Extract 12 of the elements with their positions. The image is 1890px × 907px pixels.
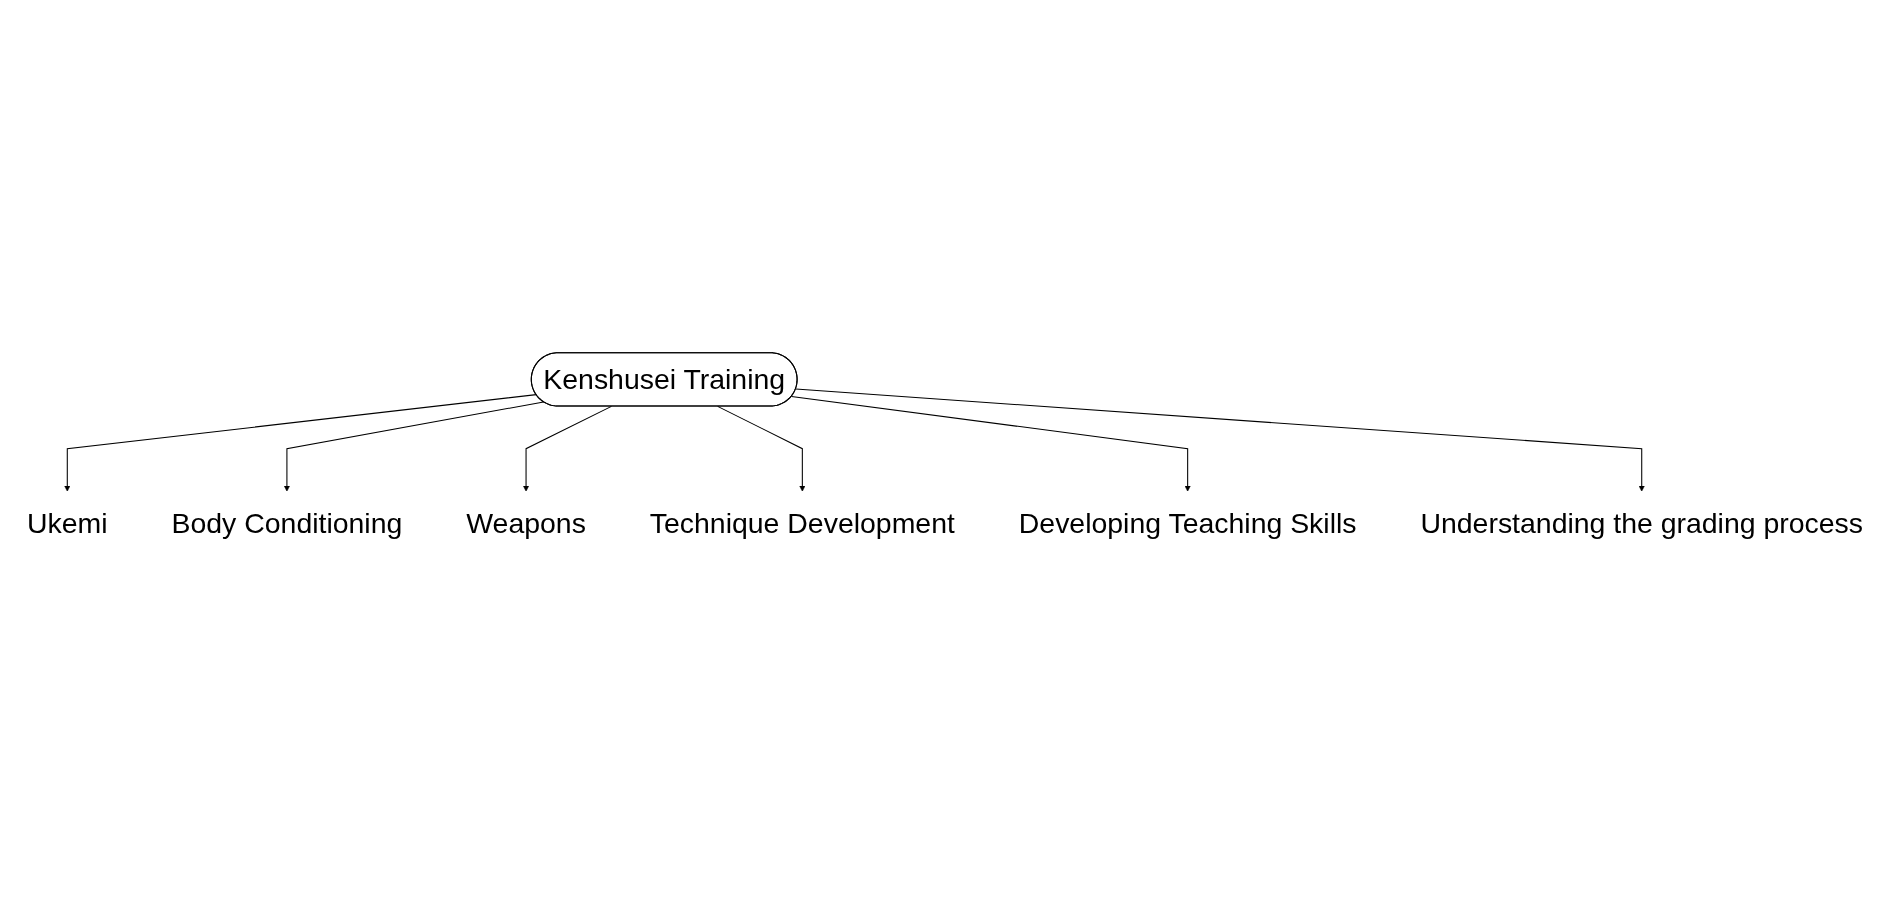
node-text: Technique Development [649,507,955,539]
node-text: Developing Teaching Skills [1018,507,1357,539]
arrow [283,400,545,492]
arrow [790,395,1191,492]
node-text: Weapons [466,507,586,539]
arrow [64,393,537,492]
arrow [795,388,1645,492]
node-text: Ukemi [27,507,108,539]
arrow [717,405,806,492]
arrow [522,405,612,492]
node-text: Body Conditioning [171,507,403,539]
node-text: Understanding the grading process [1420,507,1863,539]
